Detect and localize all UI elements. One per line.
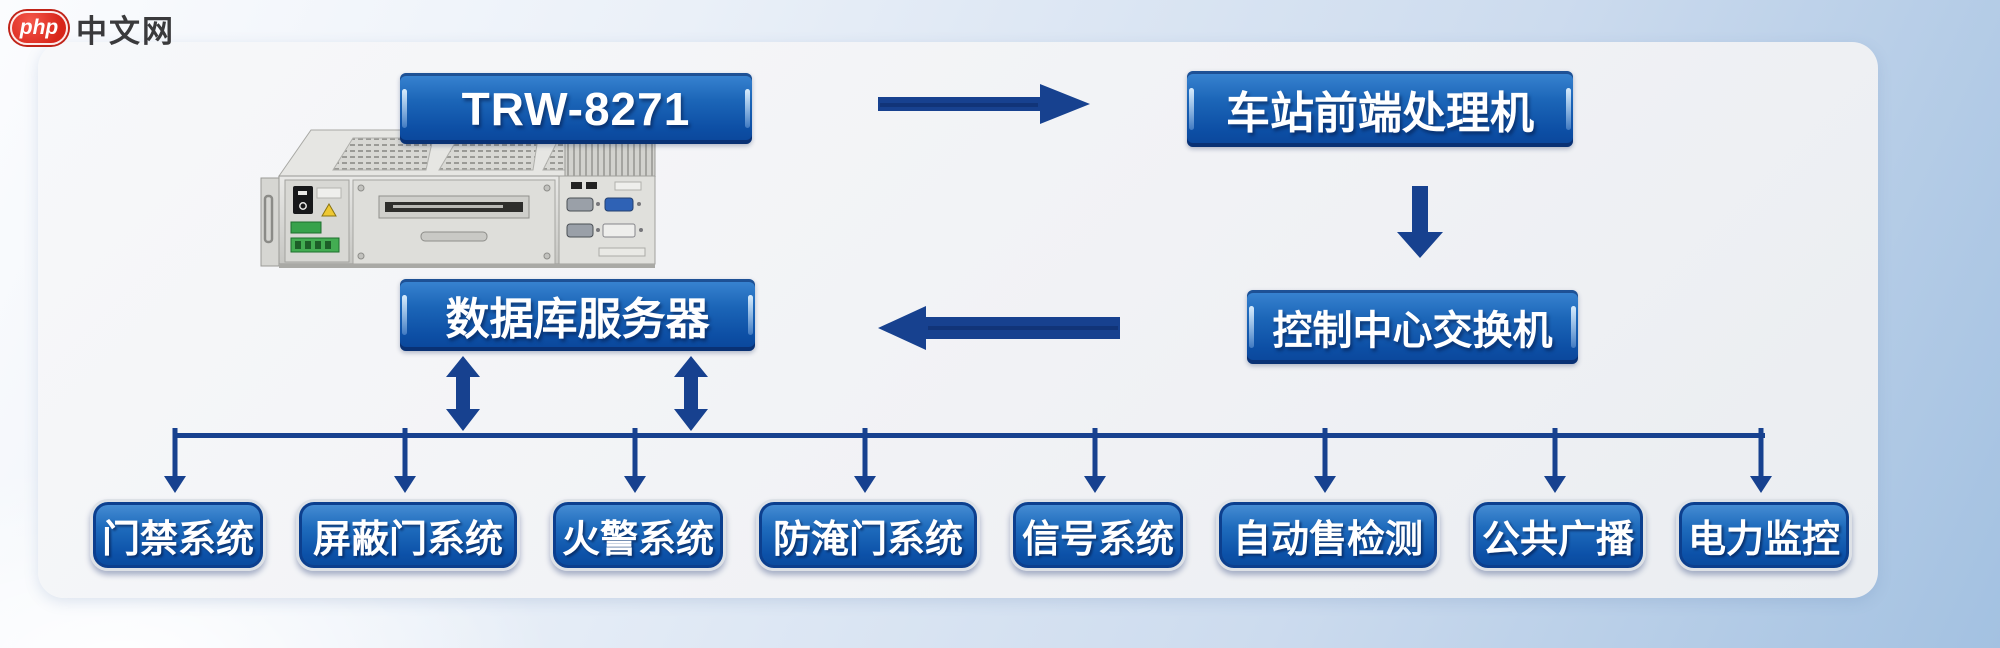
control-switch-banner: 控制中心交换机: [1247, 290, 1578, 364]
subsystem-signal: 信号系统: [1010, 499, 1186, 571]
subsystem-afc: 自动售检测: [1216, 499, 1440, 571]
subsystem-public-address: 公共广播: [1470, 499, 1646, 571]
subsystem-power-monitor: 电力监控: [1676, 499, 1852, 571]
site-logo: php 中文网: [10, 8, 175, 49]
php-logo-icon: php: [10, 11, 68, 45]
database-server-banner: 数据库服务器: [400, 279, 755, 351]
subsystem-fire-alarm: 火警系统: [550, 499, 726, 571]
subsystem-access-control: 门禁系统: [90, 499, 266, 571]
subsystem-screen-door: 屏蔽门系统: [296, 499, 520, 571]
server-photo: [260, 129, 656, 268]
station-frontend-banner: 车站前端处理机: [1187, 71, 1573, 147]
subsystem-flood-gate: 防淹门系统: [756, 499, 980, 571]
device-model-banner: TRW-8271: [400, 73, 752, 144]
site-name: 中文网: [76, 13, 175, 49]
server-chassis: [260, 129, 656, 268]
